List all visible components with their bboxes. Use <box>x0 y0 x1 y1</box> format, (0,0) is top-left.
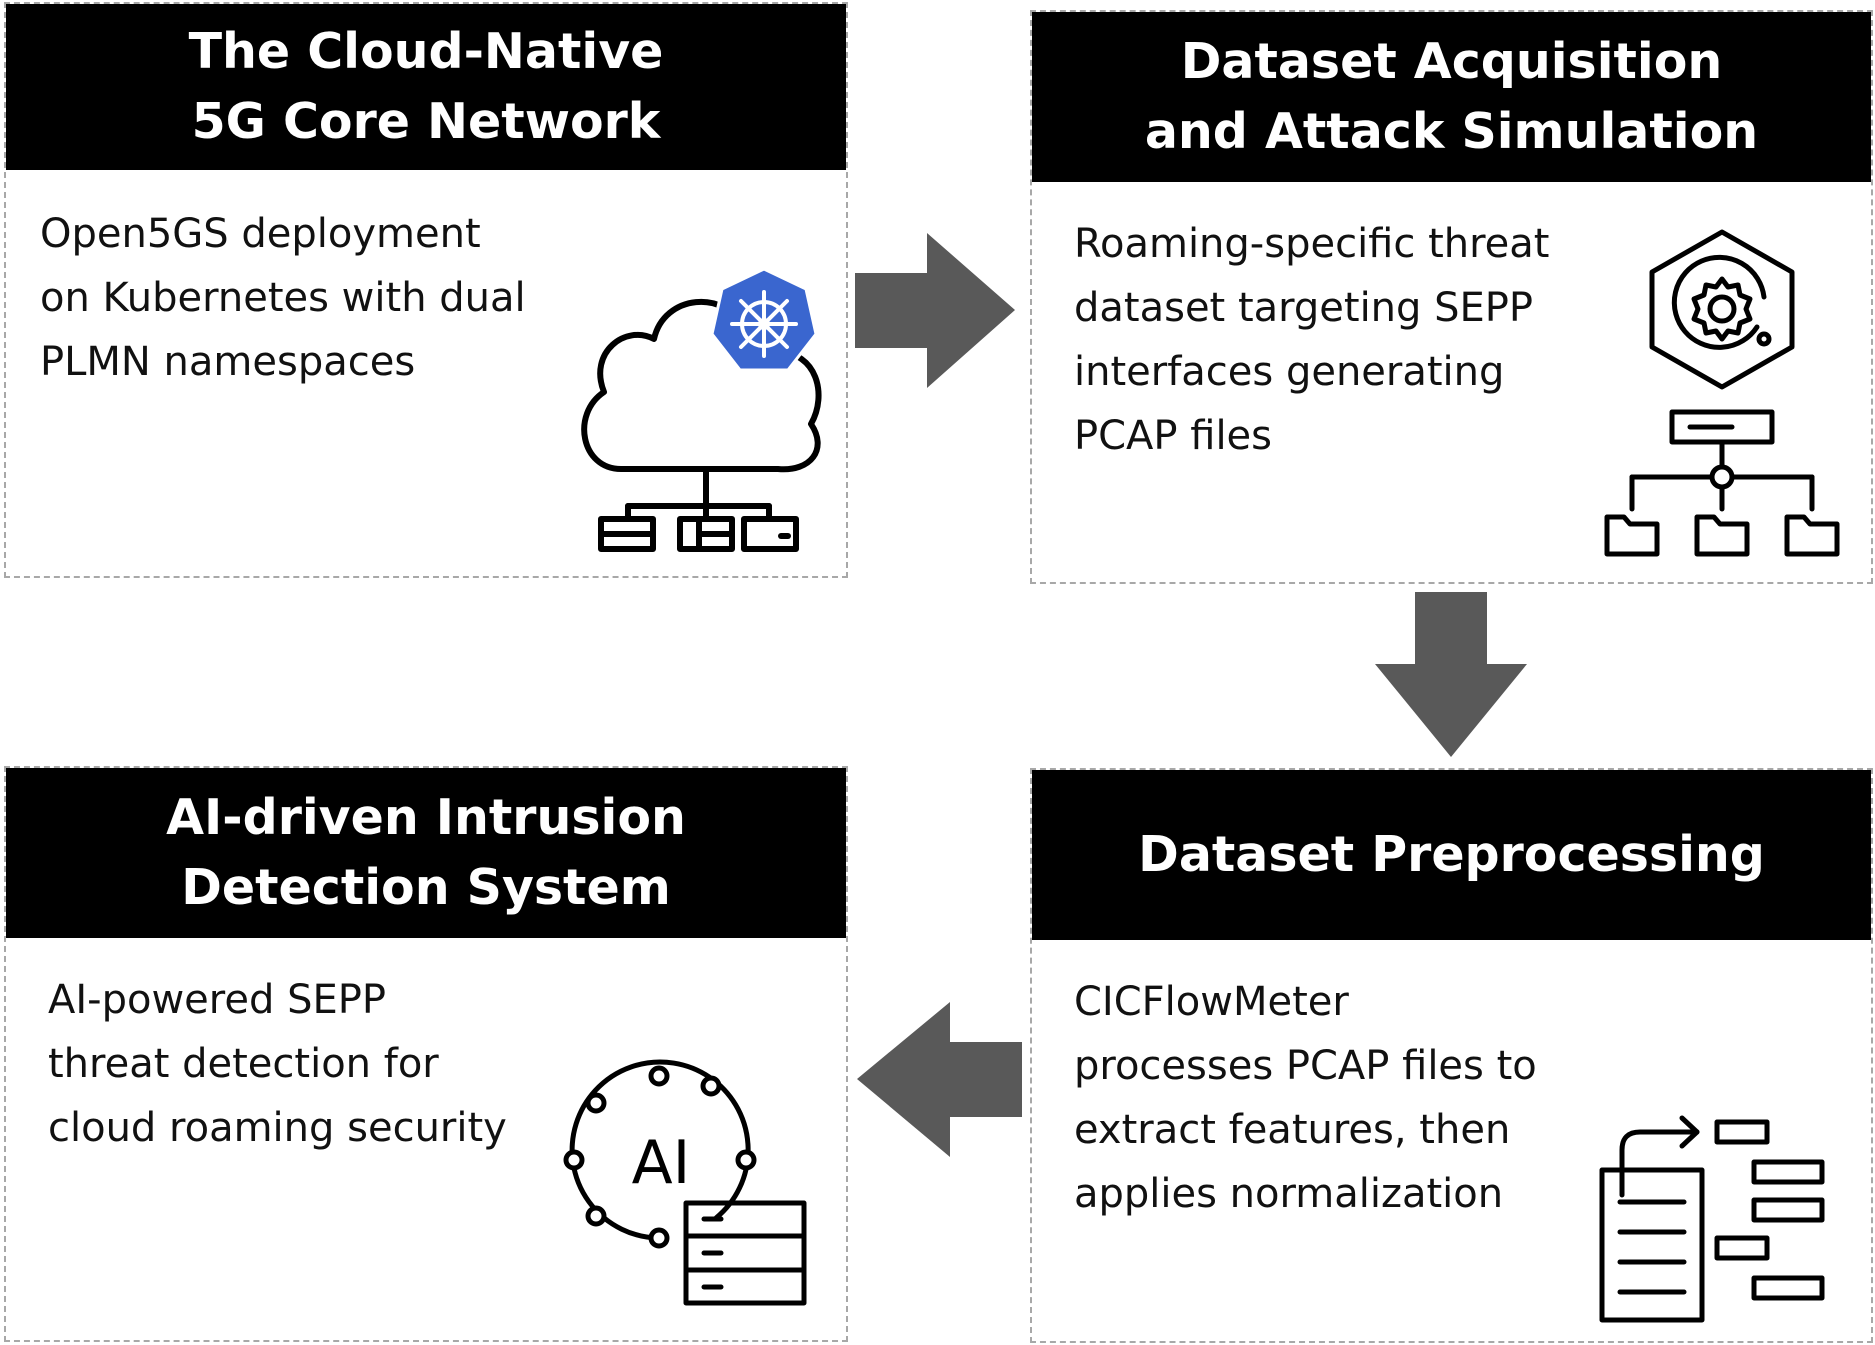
preprocessing-description: CICFlowMeter processes PCAP files to ext… <box>1074 979 1537 1217</box>
preprocessing-title: Dataset Preprocessing <box>1032 770 1871 940</box>
preprocessing-box: Dataset Preprocessing CICFlowMeter proce… <box>1030 768 1873 1343</box>
core-network-box: The Cloud-Native 5G Core Network Open5GS… <box>4 2 848 578</box>
ai-server-icon: AI <box>563 1059 807 1306</box>
arrow-right-icon <box>855 233 1015 388</box>
dataset-acquisition-box: Dataset Acquisition and Attack Simulatio… <box>1030 10 1873 584</box>
dataset-acquisition-description: Roaming-specific threat dataset targetin… <box>1074 221 1550 459</box>
ids-description: AI-powered SEPP threat detection for clo… <box>48 977 507 1151</box>
gear-server-folders-icon <box>1604 229 1840 557</box>
dataset-acquisition-title: Dataset Acquisition and Attack Simulatio… <box>1032 12 1871 182</box>
ids-box: AI-driven Intrusion Detection System AI-… <box>4 766 848 1342</box>
ids-title: AI-driven Intrusion Detection System <box>6 768 846 938</box>
arrow-down-icon <box>1375 592 1527 757</box>
core-network-title: The Cloud-Native 5G Core Network <box>6 4 846 170</box>
core-network-description: Open5GS deployment on Kubernetes with du… <box>40 211 526 385</box>
document-flow-icon <box>1599 1115 1825 1323</box>
cloud-kubernetes-network-icon <box>581 267 822 552</box>
ai-label: AI <box>632 1128 691 1198</box>
arrow-left-icon <box>857 1002 1022 1157</box>
